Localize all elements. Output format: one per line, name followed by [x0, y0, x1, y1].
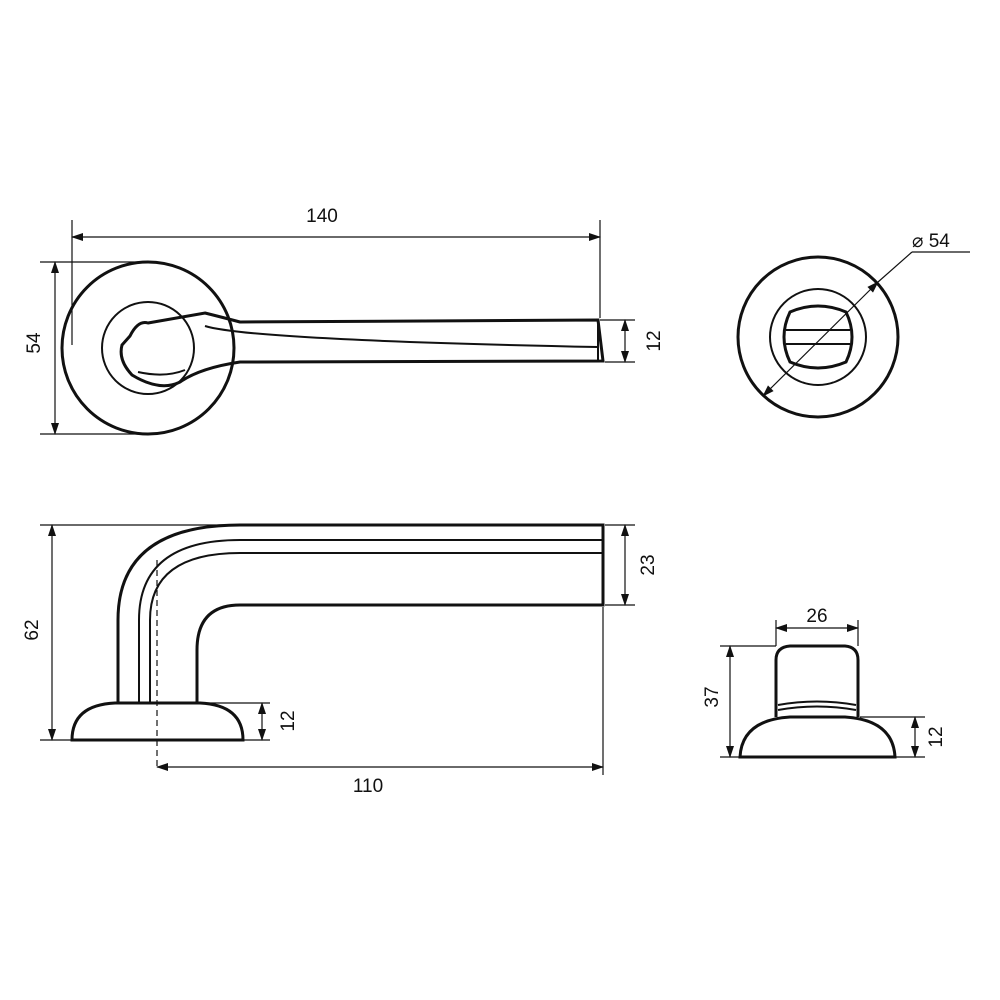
- turn-knob-outline: [782, 304, 854, 370]
- dimension-label-37: 37: [702, 686, 723, 707]
- side-lever-inner-line: [138, 539, 603, 703]
- lever-ridge-line: [204, 325, 599, 348]
- dimension-label-26: 26: [806, 606, 827, 627]
- dimension-label-diameter-54: ⌀ 54: [912, 231, 950, 252]
- knob-dimensions: 26 37 12: [702, 606, 947, 758]
- rosette-outer-circle: [60, 260, 236, 436]
- dimension-label-23: 23: [638, 554, 659, 575]
- top-dimensions: 140 54 12: [24, 206, 665, 435]
- knob-body-curve-2: [777, 705, 857, 711]
- privacy-rosette-view: ⌀ 54: [736, 231, 970, 419]
- side-lever-inner-line-2: [149, 552, 603, 703]
- knob-body-curve: [777, 700, 857, 706]
- handle-side-view: [70, 523, 605, 770]
- diameter-dimension-line: [762, 281, 879, 397]
- lever-neck-line: [137, 369, 186, 376]
- dimension-label-110: 110: [353, 776, 383, 797]
- dimension-label-62: 62: [22, 619, 43, 640]
- dimension-label-12-knob-base: 12: [926, 726, 947, 747]
- dimension-label-140: 140: [306, 206, 338, 227]
- side-lever-outline: [116, 523, 605, 703]
- knob-base-outline: [738, 715, 897, 759]
- dimension-label-54: 54: [24, 332, 45, 354]
- knob-body-outline: [774, 644, 860, 717]
- side-dimensions: 62 23 12 110: [22, 524, 659, 797]
- lever-outline: [119, 311, 605, 388]
- dimension-label-12: 12: [644, 330, 665, 351]
- dimension-label-12-base: 12: [278, 710, 299, 731]
- privacy-rosette-outer-circle: [736, 255, 900, 419]
- knob-side-view: [738, 644, 897, 759]
- handle-top-view: [60, 260, 605, 436]
- diameter-leader-line: [877, 251, 913, 283]
- rosette-inner-circle: [101, 301, 195, 395]
